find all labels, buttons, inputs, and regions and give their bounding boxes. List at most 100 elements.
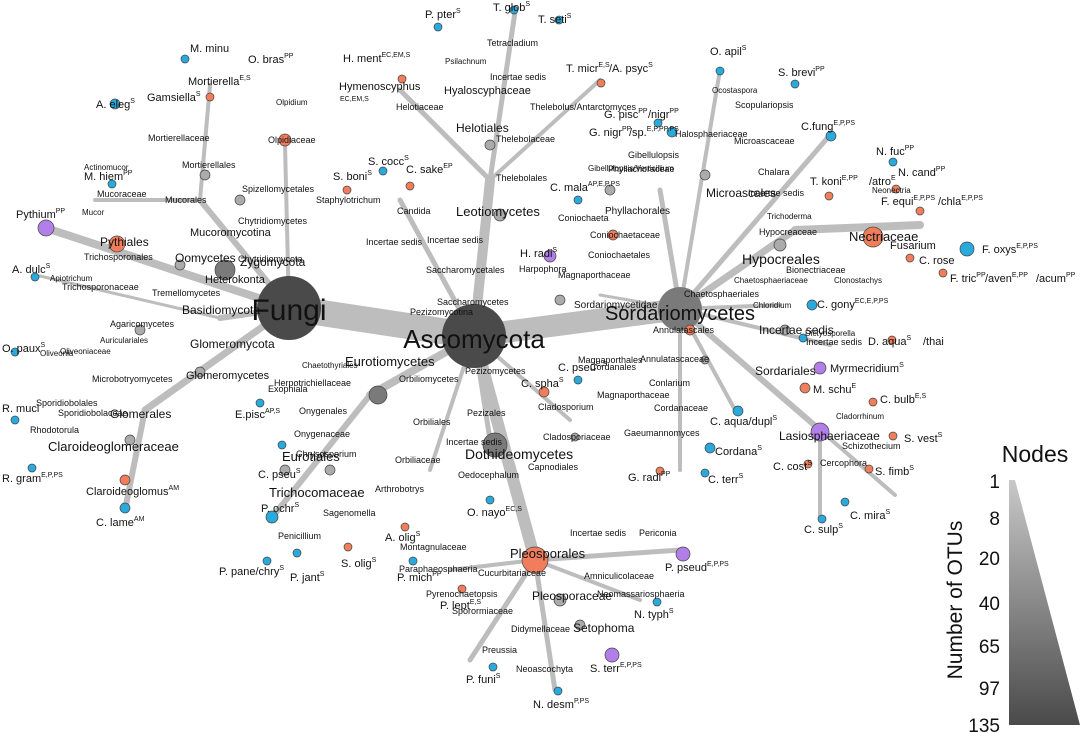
label-superscript: S [525, 1, 530, 8]
label-text: Coniochaetales [588, 250, 651, 260]
label-text: Mortierellaceae [148, 133, 210, 143]
label-text: Dictyosporella [805, 329, 856, 338]
label-superscript: E [852, 383, 857, 390]
label-text: S. boni [333, 171, 367, 183]
pleosporales-node [521, 546, 549, 574]
label-superscript: AM [134, 516, 145, 523]
label-arthrobotrys: Arthrobotrys [375, 484, 425, 494]
label-superscript: S [404, 155, 409, 162]
label-text: Oomycetes [175, 251, 236, 265]
label-dothideomycetes: Dothideomycetes [465, 446, 573, 462]
label-a-eleg: A. elegS [96, 98, 135, 111]
label-t-seti: T. setiS [538, 13, 572, 26]
label-tetracladium: Tetracladium [487, 38, 538, 48]
label-sagenomella: Sagenomella [323, 508, 376, 518]
label-text: Incertae sedis [570, 528, 627, 538]
label-glomeromycetes: Glomeromycetes [186, 370, 270, 382]
label-text: Actinomucor [84, 163, 129, 172]
label-text: Magnaporthaceae [597, 390, 670, 400]
label-text: C. sake [406, 164, 443, 176]
label-t-koni-b: /atroE [869, 175, 896, 188]
label-microascaceae: Microascaceae [734, 136, 795, 146]
label-c-mala: C. malaAP,E,P,PS [550, 181, 620, 194]
label-text: Chaetothyriales [302, 361, 358, 370]
label-superscript: S [757, 445, 762, 452]
p-lept-node [457, 584, 467, 594]
e-pisc-node [255, 398, 265, 408]
label-text: Onygenales [299, 406, 348, 416]
label-chytridiomycetes: Chytridiomycetes [238, 216, 308, 226]
label-text: EC,EM,S [340, 96, 369, 103]
label-magnaporthales: Magnaporthales [578, 355, 643, 365]
microascales-node [699, 169, 711, 181]
c-gony-node [806, 299, 818, 311]
label-text: S. terr [590, 663, 620, 675]
label-text: Pezizales [467, 408, 506, 418]
label-p-pseud: P. pseudE,P,PS [665, 561, 729, 574]
label-s-cocc: S. coccS [368, 155, 409, 168]
label-p-ochr: P. ochrS [261, 502, 299, 515]
legend-tick: 1 [989, 472, 1000, 493]
c-spha-node [538, 386, 550, 398]
label-text: Pleosporales [510, 546, 586, 561]
label-text: Magnaporthales [578, 355, 643, 365]
label-text: Thelebolales [496, 173, 548, 183]
edge [198, 83, 212, 202]
label-chaetothyriales: Chaetothyriales [302, 361, 358, 370]
edge [791, 221, 924, 234]
label-dictyosporella: Dictyosporella [805, 329, 856, 338]
glomerales-node [124, 434, 136, 446]
label-trichosporonales: Trichosporonales [84, 252, 153, 262]
label-text: Coniochaetaceae [590, 230, 660, 240]
label-f-oxys: F. oxysE,P,PS [982, 243, 1038, 256]
label-chytridiomycota: Chytridiomycota [238, 254, 303, 264]
p-funi-node [488, 662, 498, 672]
label-text: Glomeromycota [190, 337, 275, 351]
label-text: Sagenomella [323, 508, 376, 518]
c-rose-node [905, 253, 915, 263]
helotiales-node [484, 139, 496, 151]
c-lame-node [119, 502, 131, 514]
label-sporidiobolaceae: Sporidiobolaceae [58, 408, 128, 418]
label-helotiaceae: Helotiaceae [396, 102, 444, 112]
label-text: Claroideoglomus [86, 486, 169, 498]
label-superscript: EC,E,P,PS [855, 298, 889, 305]
label-text: Cladorrhinum [836, 412, 884, 421]
label-annulatascales: Annulatascales [653, 325, 715, 335]
label-text: C. lame [96, 517, 134, 529]
label-text: G. pisc [604, 109, 639, 121]
label-superscript: S [807, 460, 812, 467]
eurotiomycetes-node [368, 385, 388, 405]
s-olig-node [343, 542, 353, 552]
label-text: H. ment [343, 53, 382, 65]
s-brevi-node [790, 79, 800, 89]
label-ocostaspora: Ocostaspora [712, 86, 758, 95]
legend-tick: 8 [989, 509, 1000, 530]
label-text: Apiotrichum [50, 274, 93, 283]
label-text: Ocostaspora [712, 86, 758, 95]
label-superscript: PP [815, 66, 825, 73]
label-superscript: E,P,PS [913, 195, 935, 202]
label-setophoma: Setophoma [573, 621, 635, 635]
label-d-aqua: D. aquaS [868, 335, 912, 348]
f-tric-node [938, 268, 948, 278]
s-terr-node [604, 647, 620, 663]
p-pter-node [433, 22, 443, 32]
s-vest-node [888, 431, 898, 441]
label-h-radi: H. radiS [520, 247, 557, 260]
label-c-pseu: C. pseuS [258, 468, 301, 481]
label-c-spha: C. sphaS [521, 377, 564, 390]
label-text: Halosphaeriaceae [675, 129, 748, 139]
label-heterokonta: Heterokonta [205, 274, 266, 286]
label-superscript: EC,S [506, 506, 523, 513]
edge [467, 557, 538, 663]
myrmecridium-node [813, 361, 827, 375]
label-text: Chalara [758, 167, 790, 177]
incertae2-node [798, 333, 808, 343]
label-n-cand: N. candPP [898, 166, 946, 179]
label-text: Auriculariales [100, 336, 148, 345]
label-superscript: S [567, 13, 572, 20]
label-superscript: PP [1066, 272, 1076, 279]
label-incertae-sedis: Incertae sedis [490, 72, 547, 82]
label-neomassariosphaeria: Neomassariosphaeria [597, 589, 685, 599]
